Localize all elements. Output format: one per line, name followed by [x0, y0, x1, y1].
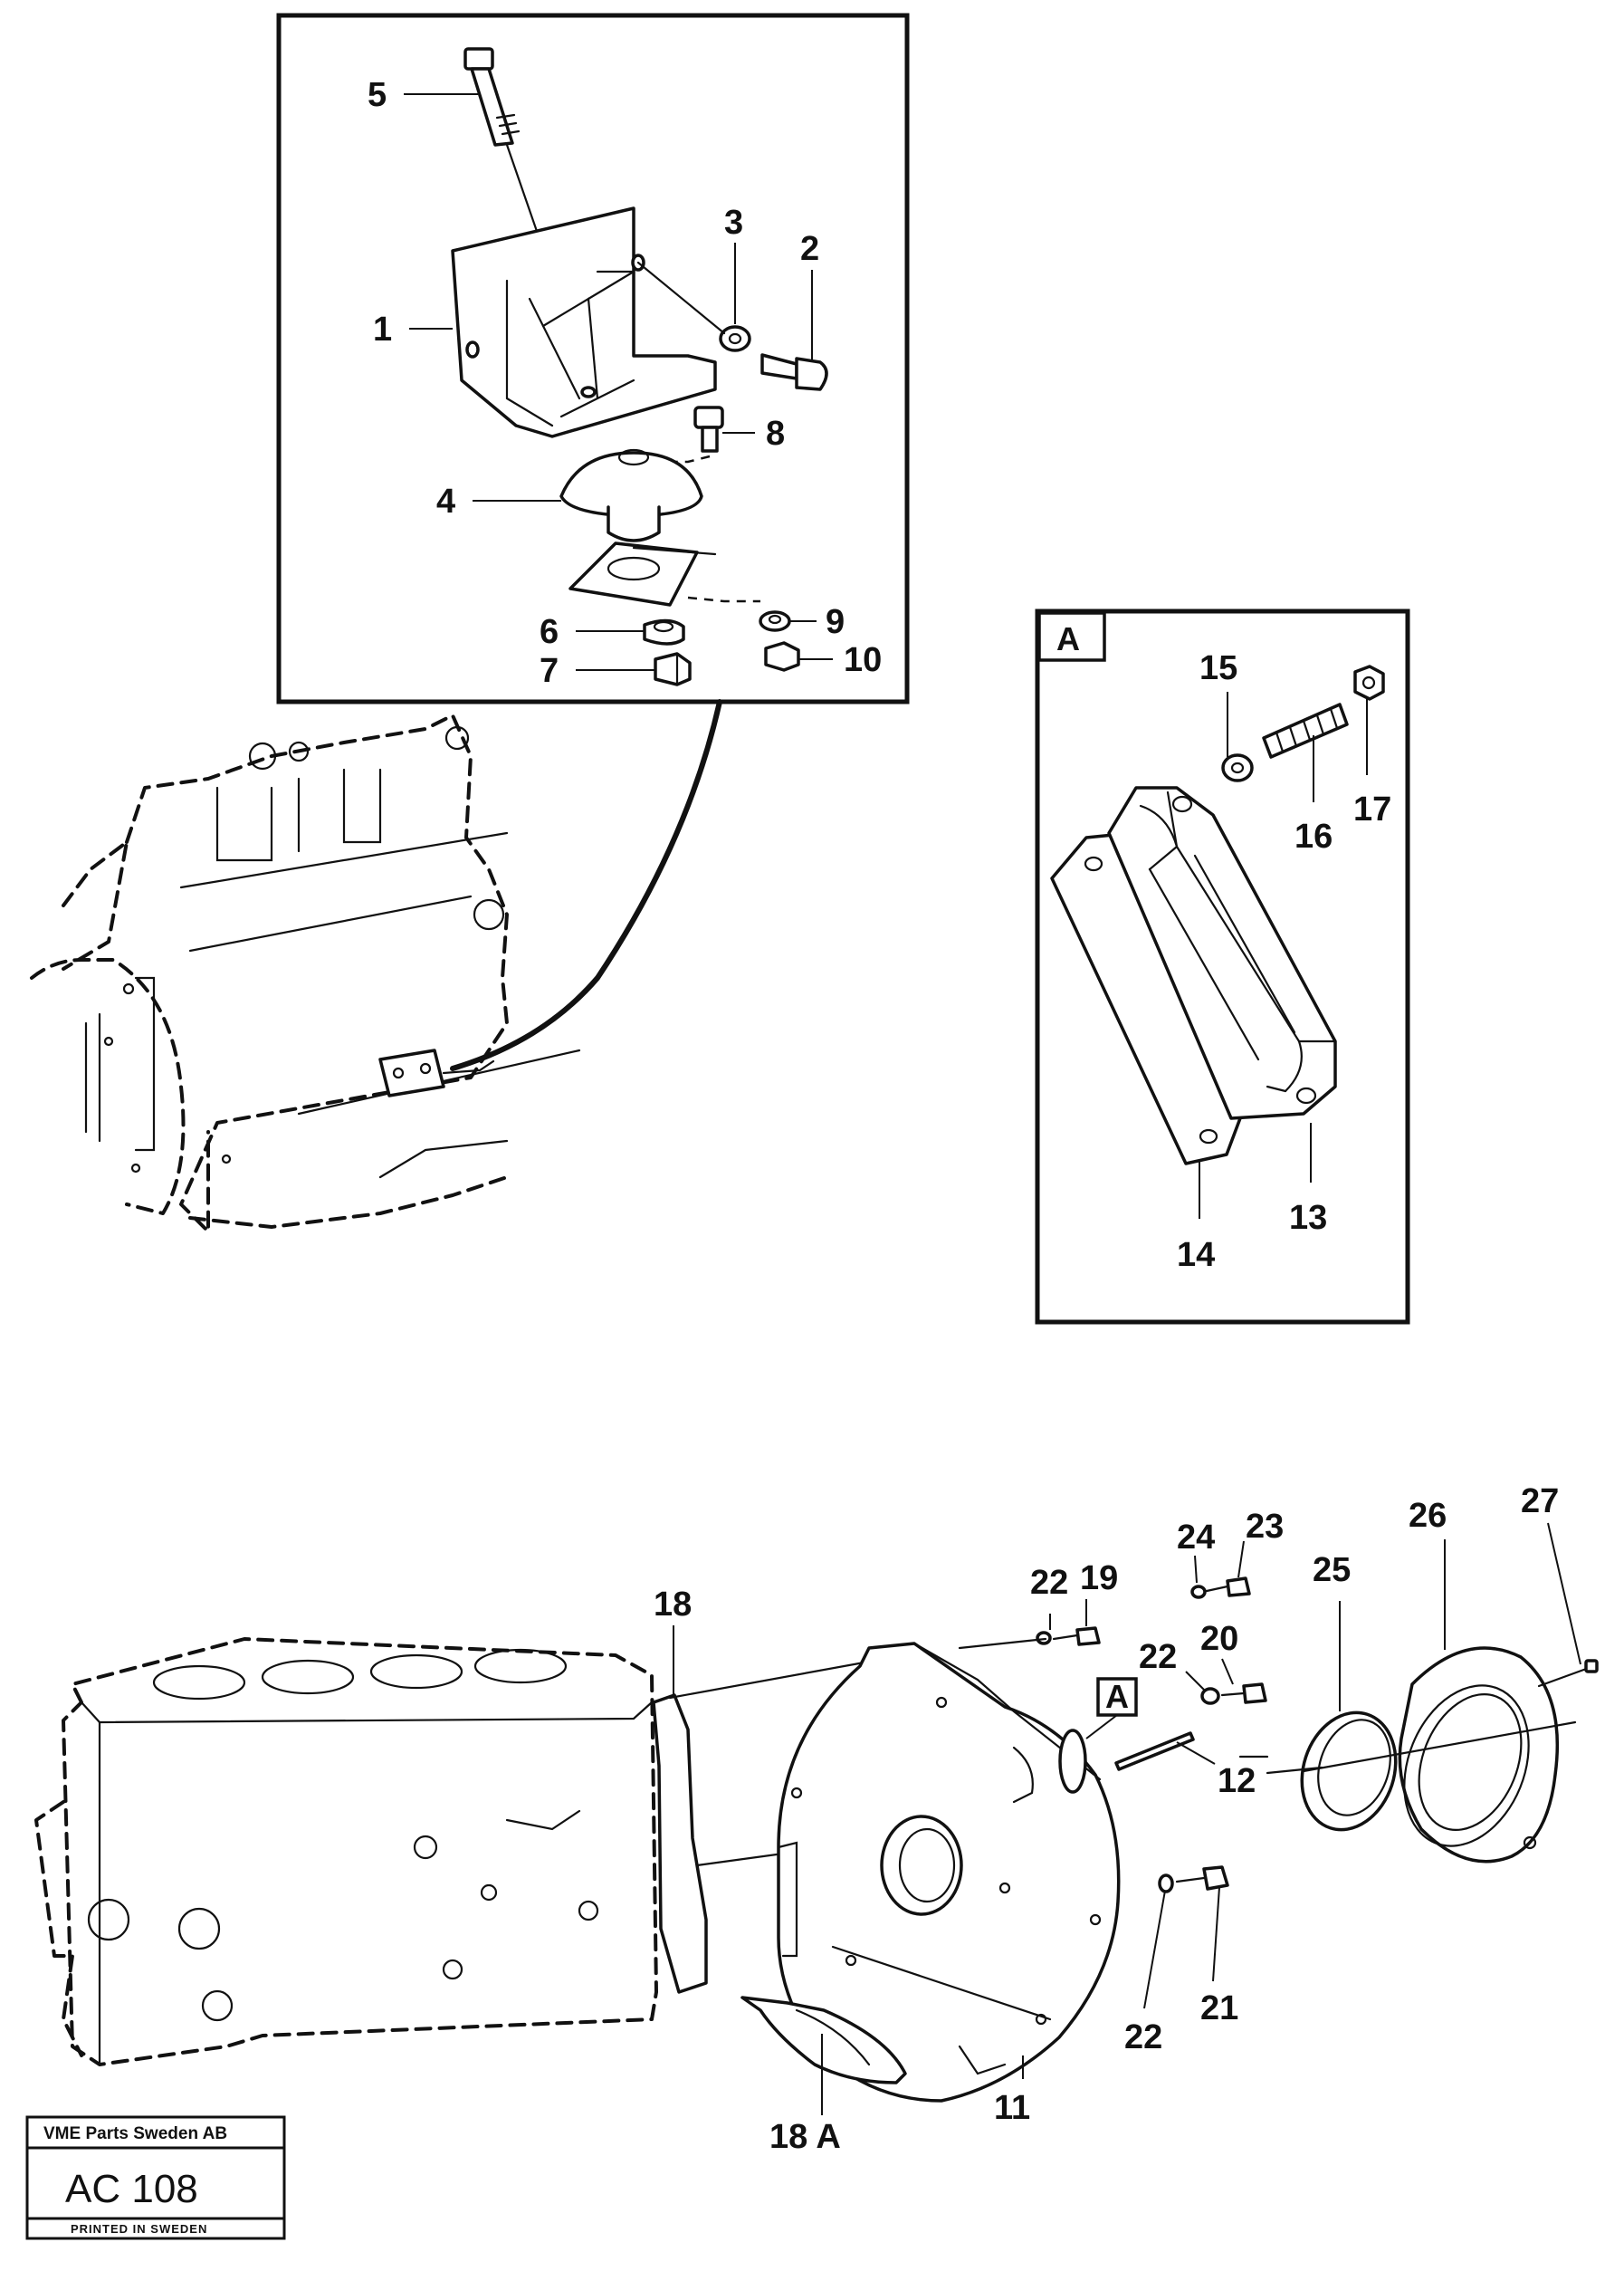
label-22-mid: 22	[1139, 1638, 1177, 1676]
engine-block-lower	[34, 1637, 898, 2066]
stud-16	[1262, 703, 1349, 759]
label-2: 2	[800, 230, 819, 268]
stamp-code: AC 108	[65, 2167, 198, 2211]
rubber-mount-4	[559, 448, 717, 607]
label-16: 16	[1294, 818, 1333, 856]
inspection-cover-a	[1058, 1729, 1087, 1794]
label-14: 14	[1177, 1236, 1215, 1274]
label-6: 6	[540, 613, 559, 651]
svg-text:A: A	[1105, 1678, 1129, 1715]
label-18: 18	[654, 1586, 692, 1624]
mount-bracket-1	[451, 206, 717, 438]
stamp-printed: PRINTED IN SWEDEN	[71, 2222, 207, 2236]
label-20: 20	[1200, 1620, 1238, 1658]
axis-line-center	[1302, 1720, 1577, 1773]
label-4: 4	[436, 483, 455, 521]
label-12: 12	[1218, 1762, 1256, 1800]
label-11: 11	[994, 2089, 1030, 2127]
label-15: 15	[1199, 649, 1237, 687]
seal-25	[1300, 1710, 1398, 1832]
gasket-18	[652, 1693, 708, 1994]
nut-7	[654, 652, 692, 686]
label-25: 25	[1313, 1551, 1351, 1589]
stamp-company: VME Parts Sweden AB	[43, 2124, 227, 2143]
label-19: 19	[1080, 1559, 1118, 1597]
sealant-tube-18a	[740, 1996, 907, 2084]
label-26: 26	[1409, 1497, 1447, 1535]
label-24: 24	[1177, 1519, 1215, 1557]
washer-15	[1221, 753, 1254, 782]
engine-block-upper	[30, 714, 581, 1233]
engine-mount-detail: 5 1 3 2 8 4 6 7 9 10	[276, 13, 910, 704]
rubber-pad-13-14	[1050, 786, 1337, 1165]
washer-6	[643, 618, 685, 646]
label-5: 5	[368, 76, 387, 114]
housing-a-tag: A	[1085, 1677, 1138, 1739]
label-21: 21	[1200, 1989, 1238, 2027]
axis-line-front	[1266, 1766, 1323, 1775]
label-27: 27	[1521, 1482, 1559, 1520]
detail-a-tag-box	[1037, 611, 1106, 662]
bolt-20-washer-22	[1200, 1682, 1267, 1705]
label-13: 13	[1289, 1199, 1327, 1237]
detail-connector-line	[450, 699, 722, 1071]
detail-a-tag: A	[1056, 620, 1080, 657]
label-18a: 18 A	[769, 2118, 841, 2156]
label-17: 17	[1353, 791, 1391, 829]
cover-26	[1398, 1646, 1559, 1864]
engine-mount-on-block	[378, 1049, 445, 1097]
bolt-19-washer-22	[1036, 1626, 1101, 1646]
washer-9	[687, 596, 791, 632]
pin-12	[1114, 1731, 1195, 1771]
detail-a-frame	[1035, 608, 1410, 1325]
label-10: 10	[844, 641, 882, 679]
label-22-lower: 22	[1124, 2018, 1162, 2056]
washer-3	[636, 261, 751, 352]
label-1: 1	[373, 311, 392, 349]
bolt-2	[760, 353, 828, 391]
publisher-stamp: VME Parts Sweden AB AC 108 PRINTED IN SW…	[25, 2115, 286, 2240]
nut-17	[1353, 665, 1385, 701]
nut-10	[764, 641, 800, 672]
engine-mount-frame	[276, 13, 910, 704]
axis-line-upper	[958, 1637, 1047, 1650]
label-23: 23	[1246, 1508, 1284, 1546]
bolt-21-washer-22	[1158, 1865, 1229, 1893]
bolt-23-washer-24	[1190, 1576, 1251, 1599]
label-22-upper: 22	[1030, 1564, 1068, 1602]
label-9: 9	[826, 603, 845, 641]
bolt-27	[1537, 1659, 1599, 1688]
label-3: 3	[724, 204, 743, 242]
detail-a: A 15 16	[1035, 608, 1410, 1325]
label-7: 7	[540, 652, 559, 690]
label-8: 8	[766, 415, 785, 453]
